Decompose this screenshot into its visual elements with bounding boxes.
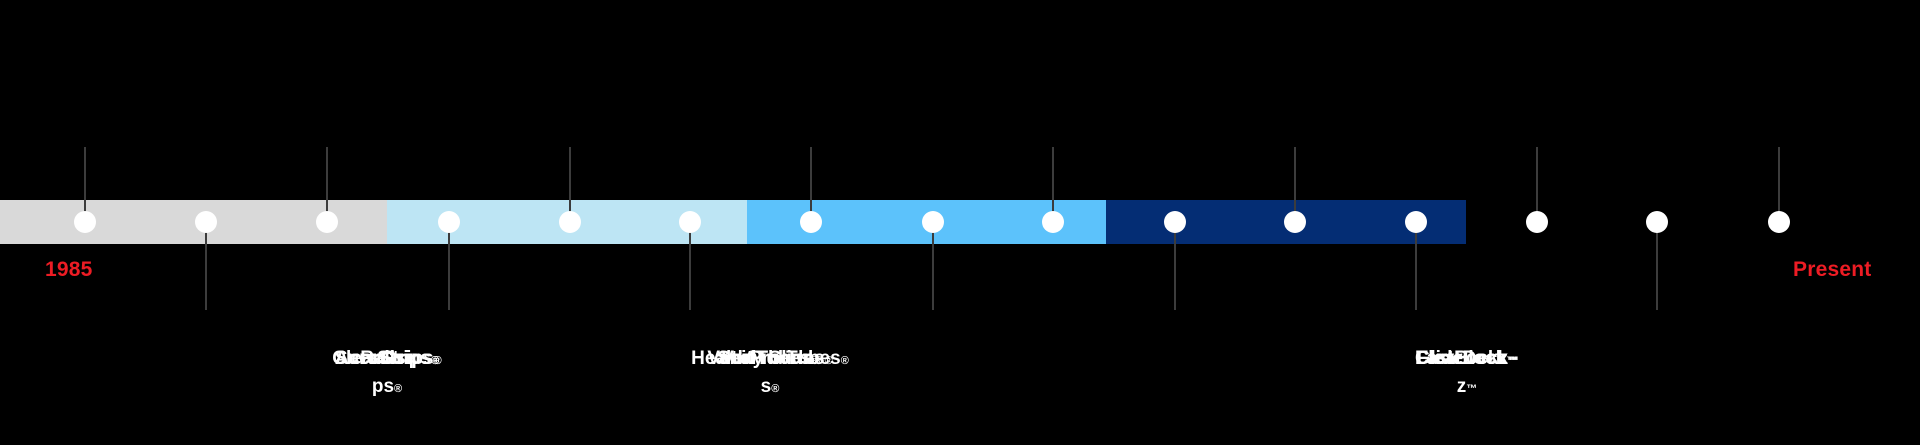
product-name-label: HealthPro Tubes® <box>691 348 849 369</box>
product-name-tail-label: s® <box>760 376 780 397</box>
marker-stem <box>448 222 450 310</box>
marker-dot-icon[interactable] <box>1164 211 1186 233</box>
product-name-label: SureStrips® <box>334 348 440 369</box>
product-name-label: FlexBlock™ <box>1416 348 1518 369</box>
marker-dot-icon[interactable] <box>922 211 944 233</box>
product-name-tail-label: z™ <box>1456 376 1478 397</box>
marker-stem <box>1415 222 1417 310</box>
marker-stem <box>1294 147 1296 222</box>
overlaid-name-tail: s® <box>590 373 950 401</box>
marker-stem <box>1174 222 1176 310</box>
marker-dot-icon[interactable] <box>195 211 217 233</box>
marker-stem <box>810 147 812 222</box>
marker-stem <box>1536 147 1538 222</box>
timeline-end-label: Present <box>1793 258 1872 281</box>
overlaid-name-stack: VeriTubes®SealTherm®HealthPro Tubes®Vani… <box>590 345 950 373</box>
product-name-label: GlideLock™ <box>1415 348 1519 369</box>
marker-stem <box>1778 147 1780 222</box>
product-name-label: SealTherm® <box>717 348 823 369</box>
marker-stem <box>84 147 86 222</box>
product-name-label: Vanity Slides® <box>707 348 833 369</box>
marker-stem <box>205 222 207 310</box>
product-name-label: ClearDeck™ <box>1415 348 1519 369</box>
marker-dot-icon[interactable] <box>559 211 581 233</box>
marker-dot-icon[interactable] <box>679 211 701 233</box>
era-color-bar <box>0 200 1920 244</box>
marker-stem <box>326 147 328 222</box>
marker-stem <box>1656 222 1658 310</box>
product-name-label: VeriTubes® <box>721 348 819 369</box>
marker-dot-icon[interactable] <box>316 211 338 233</box>
marker-dot-icon[interactable] <box>74 211 96 233</box>
marker-dot-icon[interactable] <box>1042 211 1064 233</box>
overlaid-name-stack: Rails®SureStrips®ClearStrips®AccuGrips® <box>207 345 567 373</box>
product-name-label: Rails® <box>360 348 414 369</box>
marker-dot-icon[interactable] <box>1646 211 1668 233</box>
marker-stem <box>569 147 571 222</box>
label-cluster-left: Rails®SureStrips®ClearStrips®AccuGrips® p… <box>207 345 567 401</box>
marker-dot-icon[interactable] <box>438 211 460 233</box>
marker-stem <box>689 222 691 310</box>
overlaid-name-tail: ps® <box>207 373 567 401</box>
overlaid-name-tail: z™ <box>1287 373 1647 401</box>
marker-dot-icon[interactable] <box>1526 211 1548 233</box>
label-cluster-center: VeriTubes®SealTherm®HealthPro Tubes®Vani… <box>590 345 950 401</box>
product-name-label: ClearStrips® <box>332 348 442 369</box>
marker-dot-icon[interactable] <box>1284 211 1306 233</box>
timeline-start-label: 1985 <box>45 258 93 281</box>
marker-stem <box>932 222 934 310</box>
marker-dot-icon[interactable] <box>1405 211 1427 233</box>
product-name-label: AccuGrips® <box>334 348 440 369</box>
marker-dot-icon[interactable] <box>800 211 822 233</box>
marker-stem <box>1052 147 1054 222</box>
marker-dot-icon[interactable] <box>1768 211 1790 233</box>
product-name-label: FastLockz™ <box>1415 348 1519 369</box>
product-name-tail-label: ps® <box>371 376 403 397</box>
